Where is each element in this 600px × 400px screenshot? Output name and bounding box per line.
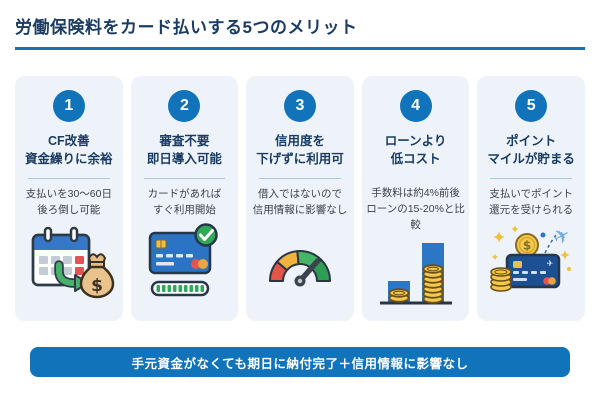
heading-divider	[143, 178, 226, 179]
number-badge-2: 2	[168, 90, 201, 122]
card-description-2: カードがあれば すぐ利用開始	[147, 188, 222, 216]
heading-divider	[27, 178, 110, 179]
card-heading-4: ローンより 低コスト	[385, 133, 447, 168]
card-description-1: 支払いを30〜60日 後ろ倒し可能	[25, 188, 112, 216]
card-heading-5: ポイント マイルが貯まる	[487, 133, 575, 168]
credit-score-gauge-icon	[250, 219, 350, 307]
infographic-container: 労働保険料をカード払いする5つのメリット 1 CF改善 資金繰りに余裕 支払いを…	[15, 18, 585, 377]
svg-text:$: $	[523, 239, 531, 253]
svg-text:✈: ✈	[549, 222, 575, 251]
card-heading-2: 審査不要 即日導入可能	[147, 133, 222, 168]
merit-card-2: 2 審査不要 即日導入可能 カードがあれば すぐ利用開始	[130, 76, 239, 321]
card-heading-4-line2: 低コスト	[390, 151, 441, 166]
cost-comparison-bars-icon	[366, 233, 466, 317]
card-heading-4-line1: ローンより	[384, 134, 447, 148]
number-badge-3: 3	[283, 90, 316, 122]
calendar-money-bag-icon: $	[19, 219, 119, 307]
card-heading-2-line1: 審査不要	[159, 134, 210, 148]
number-badge-1: 1	[52, 90, 85, 122]
card-description-3: 借入ではないので 信用情報に影響なし	[252, 188, 348, 216]
card-heading-3-line2: 下げずに利用可	[256, 151, 344, 166]
heading-divider	[490, 178, 572, 179]
card-heading-1: CF改善 資金繰りに余裕	[25, 133, 113, 168]
credit-card-approved-icon	[135, 219, 235, 307]
merit-card-1: 1 CF改善 資金繰りに余裕 支払いを30〜60日 後ろ倒し可能	[15, 76, 123, 321]
card-heading-2-line2: 即日導入可能	[146, 151, 222, 166]
bottom-banner: 手元資金がなくても期日に納付完了＋信用情報に影響なし	[30, 347, 570, 377]
merit-cards-row: 1 CF改善 資金繰りに余裕 支払いを30〜60日 後ろ倒し可能	[15, 76, 585, 321]
number-badge-5: 5	[515, 90, 548, 122]
card-heading-3: 信用度を 下げずに利用可	[256, 133, 344, 168]
page-title: 労働保険料をカード払いする5つのメリット	[15, 18, 358, 37]
card-heading-1-line1: CF改善	[47, 134, 90, 148]
merit-card-3: 3 信用度を 下げずに利用可 借入ではないので 信用情報に影響なし	[246, 76, 354, 321]
heading-divider	[259, 178, 341, 179]
points-miles-card-icon: ✈ $ ✈	[481, 219, 581, 307]
svg-text:✈: ✈	[547, 259, 554, 268]
card-heading-5-line2: マイルが貯まる	[487, 151, 575, 166]
merit-card-5: 5 ポイント マイルが貯まる 支払いでポイント 還元を受けられる	[477, 76, 585, 321]
card-heading-3-line1: 信用度を	[274, 134, 325, 148]
card-heading-5-line1: ポイント	[506, 134, 557, 148]
svg-text:$: $	[91, 276, 103, 296]
card-description-4: 手数料は約4%前後 ローンの15-20%と比較	[366, 187, 465, 231]
card-description-5: 支払いでポイント 還元を受けられる	[489, 188, 574, 216]
card-heading-1-line2: 資金繰りに余裕	[25, 151, 113, 166]
number-badge-4: 4	[399, 90, 432, 122]
title-underline	[15, 47, 585, 50]
merit-card-4: 4 ローンより 低コスト 手数料は約4%前後 ローンの15-20%と比較	[361, 76, 470, 321]
